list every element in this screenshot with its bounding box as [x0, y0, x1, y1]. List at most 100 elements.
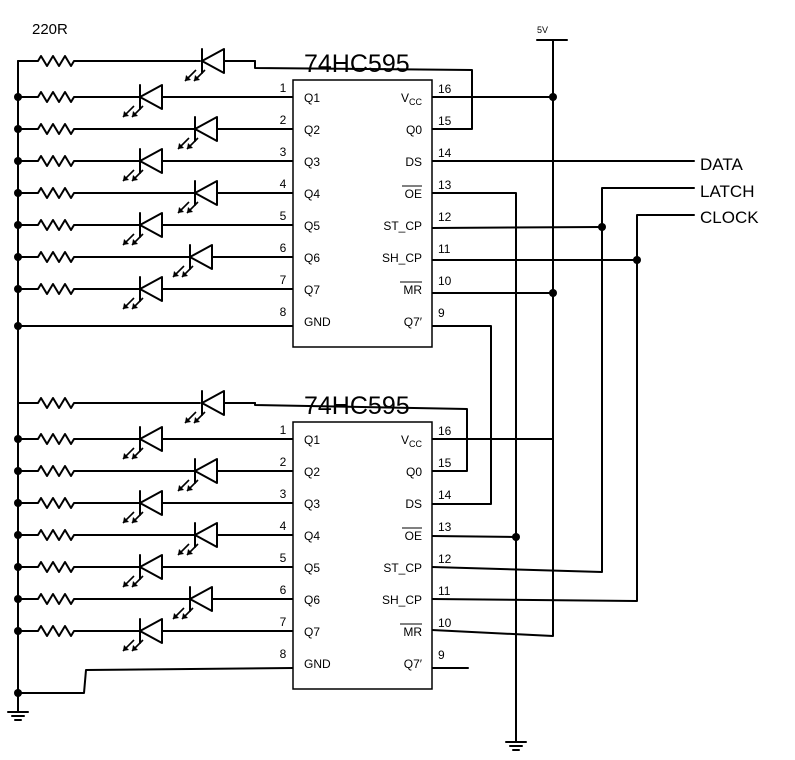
arrow-head [132, 175, 138, 181]
pin-name: Q3 [304, 497, 320, 511]
led-icon [201, 390, 225, 416]
pin-name: DS [405, 497, 422, 511]
arrow-head [123, 111, 129, 117]
resistor [17, 433, 81, 445]
pin-number: 12 [438, 552, 452, 566]
arrow-head [173, 613, 179, 619]
led-body [139, 490, 163, 516]
arrow-head [187, 485, 193, 491]
pin-number: 14 [438, 488, 452, 502]
pin-name: SH_CP [382, 593, 422, 607]
arrow-head [187, 207, 193, 213]
pin-name: Q4 [304, 529, 320, 543]
led-icon [139, 426, 163, 452]
led-icon [194, 458, 218, 484]
led-icon [139, 490, 163, 516]
arrow-head [182, 271, 188, 277]
latch-signal-label: LATCH [700, 182, 754, 201]
pin-number: 8 [280, 647, 287, 661]
resistor [17, 283, 81, 295]
resistor [17, 497, 81, 509]
pin-name: Q3 [304, 155, 320, 169]
pin-name: GND [304, 315, 331, 329]
led-light-icon [184, 69, 206, 82]
led-body [194, 116, 218, 142]
pin-name: GND [304, 657, 331, 671]
pin-name: Q7′ [404, 657, 423, 671]
wires [14, 39, 695, 731]
wire [431, 535, 517, 538]
pin-name: Q7′ [404, 315, 423, 329]
chip-title: 74HC595 [304, 392, 410, 420]
led-light-icon [172, 265, 194, 278]
led-light-icon [122, 511, 144, 524]
pin-number: 8 [280, 305, 287, 319]
junction-dot [512, 533, 520, 541]
arrow-head [185, 417, 191, 423]
resistor [17, 123, 81, 135]
led-icon [139, 618, 163, 644]
resistor [17, 593, 81, 605]
pin-name: Q2 [304, 465, 320, 479]
junction-dot [549, 93, 557, 101]
led-body [201, 48, 225, 74]
pin-number: 11 [438, 584, 451, 598]
pin-number: 5 [280, 551, 287, 565]
led-body [139, 618, 163, 644]
led-light-icon [122, 169, 144, 182]
led-light-icon [122, 297, 144, 310]
arrow-head [132, 111, 138, 117]
pin-name: Q7 [304, 283, 320, 297]
arrow-head [132, 517, 138, 523]
arrow-head [132, 581, 138, 587]
wire [431, 325, 492, 505]
led-body [189, 244, 213, 270]
led-icon [139, 212, 163, 238]
pin-number: 14 [438, 146, 452, 160]
pin-name: OE [405, 529, 422, 543]
supply-5v-label: 5V [537, 25, 548, 35]
pin-number: 7 [280, 615, 287, 629]
pin-number: 6 [280, 241, 287, 255]
pin-number: 16 [438, 424, 452, 438]
led-light-icon [177, 137, 199, 150]
led-body [194, 180, 218, 206]
pin-number: 10 [438, 616, 452, 630]
resistor [17, 187, 81, 199]
pin-number: 16 [438, 82, 452, 96]
led-icon [139, 148, 163, 174]
led-icon [189, 244, 213, 270]
clock-signal-label: CLOCK [700, 208, 759, 227]
arrow-head [123, 303, 129, 309]
pin-name: Q6 [304, 593, 320, 607]
pin-name: Q5 [304, 219, 320, 233]
wire [431, 214, 695, 602]
arrow-head [182, 613, 188, 619]
pin-number: 2 [280, 113, 287, 127]
led-body [139, 148, 163, 174]
ic-74hc595-body [292, 79, 433, 348]
led-light-icon [177, 479, 199, 492]
pin-name: DS [405, 155, 422, 169]
resistor [17, 397, 81, 409]
arrow-head [132, 303, 138, 309]
led-body [194, 458, 218, 484]
resistor-value-label: 220R [32, 21, 68, 38]
arrow-head [178, 549, 184, 555]
arrow-head [194, 75, 200, 81]
led-icon [194, 522, 218, 548]
arrow-head [187, 549, 193, 555]
pin-number: 13 [438, 178, 452, 192]
arrow-head [132, 239, 138, 245]
wire [254, 60, 473, 130]
pin-number: 5 [280, 209, 287, 223]
wire [431, 187, 695, 573]
pin-number: 3 [280, 487, 287, 501]
led-light-icon [122, 233, 144, 246]
labels: 220R 5V DATA LATCH CLOCK [32, 21, 759, 227]
pin-name: ST_CP [383, 561, 422, 575]
pin-number: 11 [438, 242, 451, 256]
wire [254, 402, 468, 472]
pin-number: 9 [438, 648, 445, 662]
